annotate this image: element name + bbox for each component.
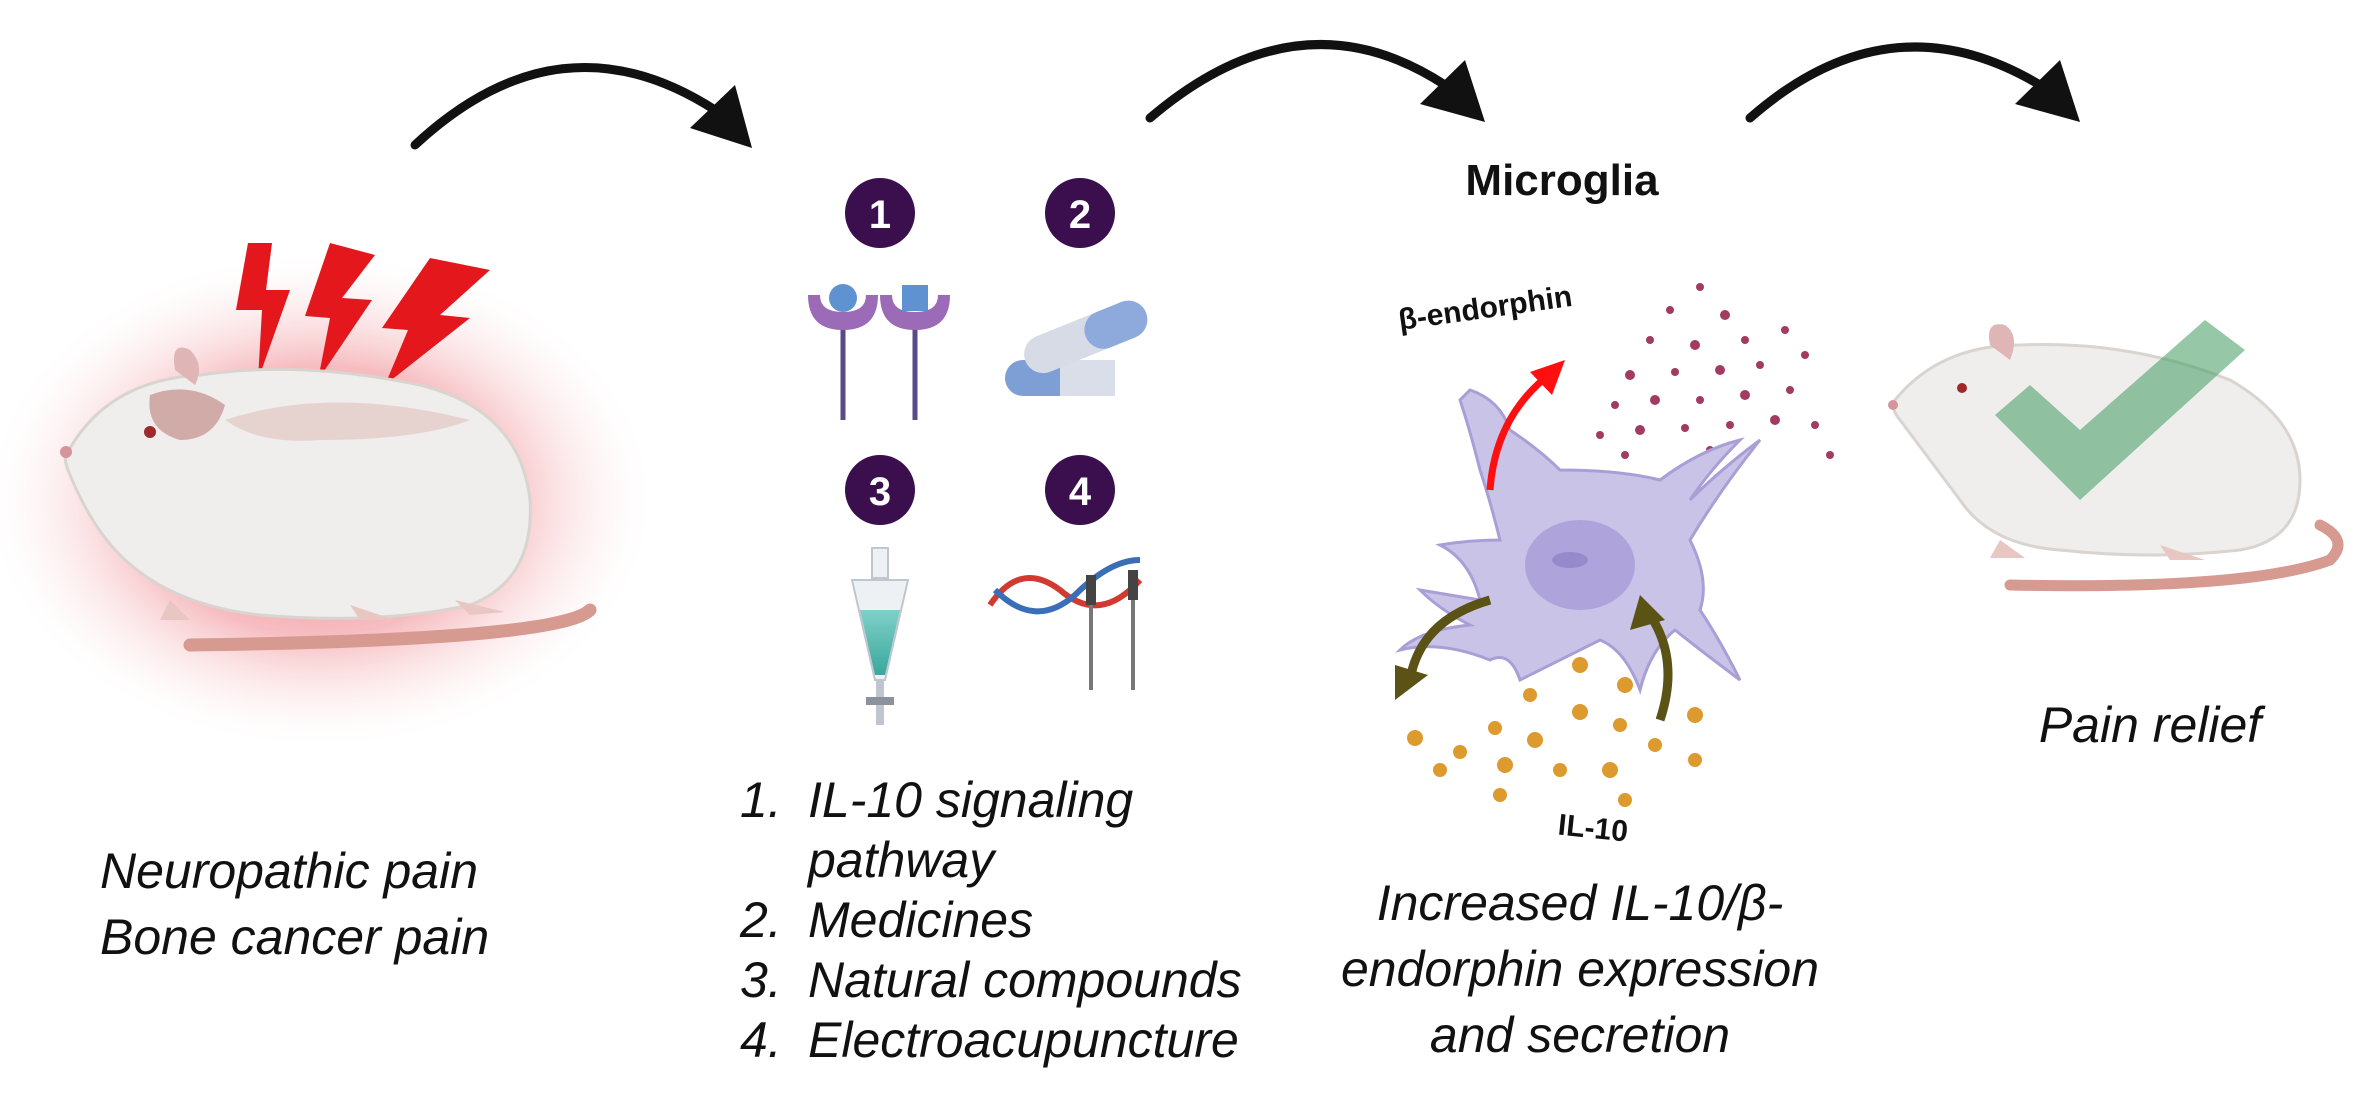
beta-endorphin-arrow [1486,360,1565,491]
list-item: 1. IL-10 signaling pathway [740,770,1300,890]
beta-endorphin-label: β-endorphin [1396,280,1574,337]
list-text: IL-10 signaling pathway [808,772,1134,888]
flow-arrow-icon [1745,42,2080,123]
treatment-badge-4 [1045,455,1115,525]
treatment-badge-1 [845,178,915,248]
treatment-list: 1. IL-10 signaling pathway 2. Medicines … [740,770,1300,1070]
left-caption: Neuropathic pain Bone cancer pain [100,838,620,970]
receptor-icon [808,284,950,420]
microglia-caption-line-3: and secretion [1429,1007,1731,1063]
electroacupuncture-icon [987,557,1143,690]
list-number: 2. [740,892,782,948]
list-text: Medicines [808,892,1034,948]
list-item: 4. Electroacupuncture [740,1010,1300,1070]
il10-arrow-left [1395,595,1492,700]
list-number: 1. [740,772,782,828]
treatment-badge-2 [1045,178,1115,248]
microglia-cell-icon [1395,388,1762,696]
badge-4-text: 4 [1069,470,1092,514]
il10-dots [1407,657,1703,807]
treatment-badge-3 [845,455,915,525]
list-text: Natural compounds [808,952,1242,1008]
list-item: 3. Natural compounds [740,950,1300,1010]
pill-icon [1005,300,1148,396]
checkmark-icon [1995,320,2245,500]
microglia-caption-line-2: endorphin expression [1340,941,1820,997]
list-number: 3. [740,952,782,1008]
list-item: 2. Medicines [740,890,1300,950]
list-number: 4. [740,1012,782,1068]
badge-2-text: 2 [1069,193,1091,237]
microglia-caption-line-1: Increased IL-10/β- [1376,875,1784,931]
il10-label: IL-10 [1556,808,1629,848]
list-text: Electroacupuncture [808,1012,1239,1068]
microglia-caption: Increased IL-10/β- endorphin expression … [1300,870,1860,1068]
flow-arrow-icon [1145,40,1485,123]
pain-relief-caption: Pain relief [2038,697,2262,753]
il10-arrow-right [1630,595,1673,722]
separatory-funnel-icon [850,547,910,725]
badge-3-text: 3 [869,470,891,514]
lightning-icon [236,243,490,385]
badge-1-text: 1 [869,193,891,237]
beta-endorphin-dots [1596,283,1834,459]
microglia-title: Microglia [1465,156,1659,205]
rat-icon [60,347,597,652]
left-caption-line-2: Bone cancer pain [100,909,490,965]
flow-arrow-icon [410,62,752,150]
left-caption-line-1: Neuropathic pain [100,843,479,899]
